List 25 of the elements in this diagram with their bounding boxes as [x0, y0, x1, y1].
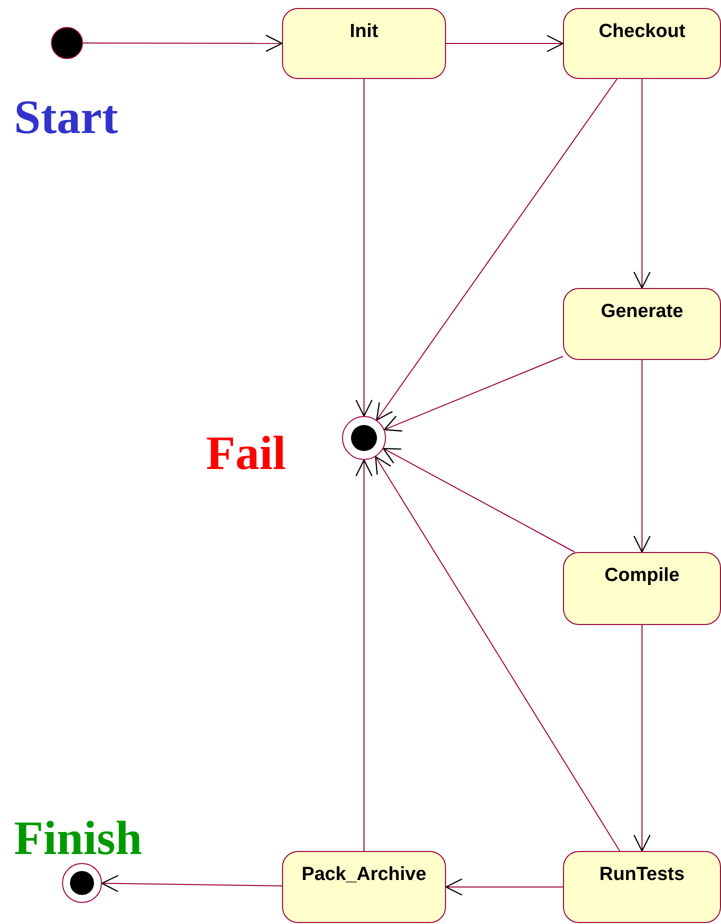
transition-arrow: [101, 874, 282, 892]
transition-arrow: [633, 360, 651, 553]
transition-arrow: [446, 34, 564, 52]
final-state: [342, 416, 386, 460]
transition-arrow: [374, 456, 620, 852]
state-box: Pack_Archive: [282, 851, 446, 923]
transition-arrow: [376, 78, 618, 421]
transition-arrow: [82, 34, 283, 52]
transition-arrow: [633, 78, 651, 289]
transition-arrow: [355, 459, 373, 852]
transition-arrow: [382, 448, 576, 552]
state-box: Generate: [563, 288, 721, 360]
state-box: RunTests: [563, 851, 721, 923]
transition-arrow: [384, 356, 564, 432]
state-box: Init: [282, 8, 446, 79]
initial-state: [51, 27, 83, 59]
state-box: Compile: [563, 552, 721, 625]
state-label: Finish: [14, 815, 142, 863]
transition-arrow: [633, 624, 651, 852]
state-box: Checkout: [563, 8, 721, 79]
state-label: Start: [14, 94, 118, 142]
state-label: Fail: [206, 430, 286, 478]
final-state: [62, 863, 102, 903]
transition-arrow: [355, 78, 373, 417]
transition-arrow: [445, 878, 564, 896]
